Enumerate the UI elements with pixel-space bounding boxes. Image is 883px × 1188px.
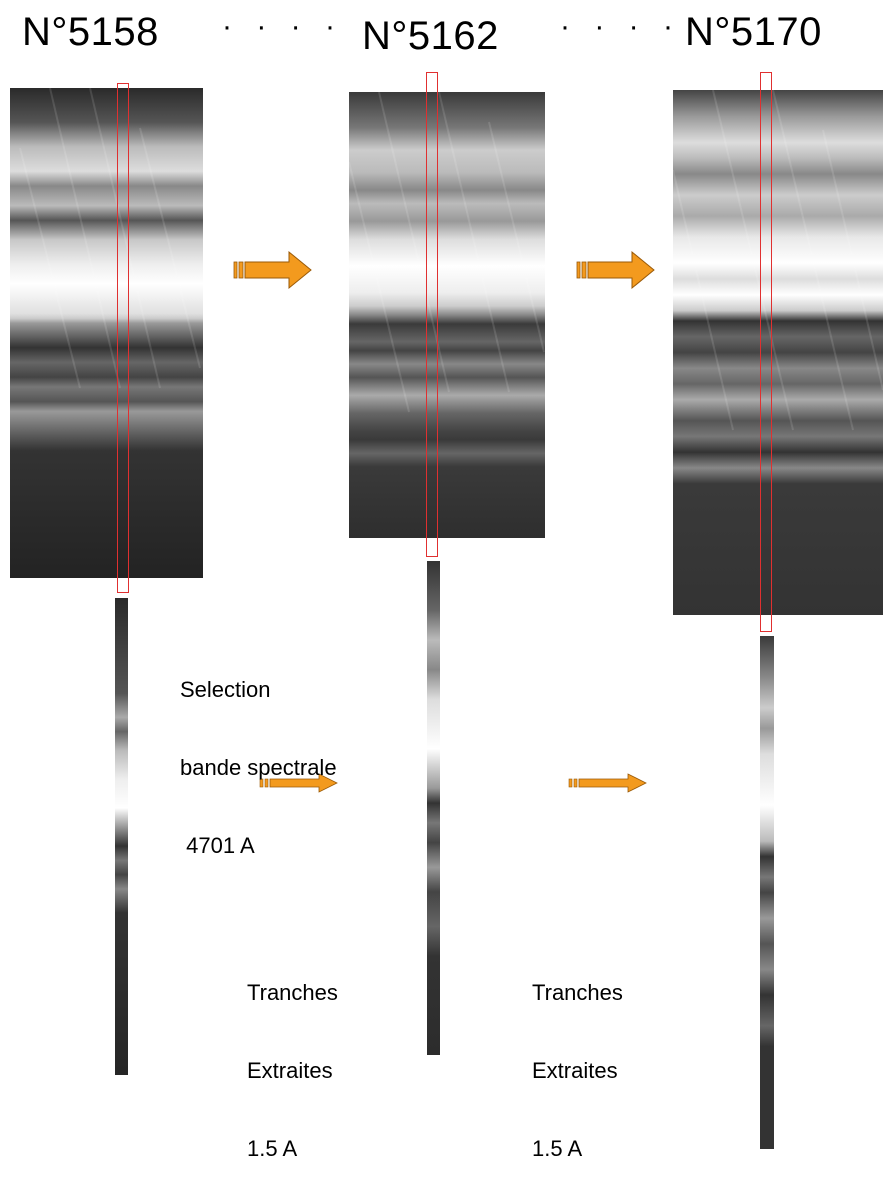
- right-arrow-icon: [259, 773, 338, 793]
- selection-box: [426, 72, 438, 557]
- spectrum-image-5170: [673, 90, 883, 615]
- selection-label-line: 4701 A: [180, 833, 255, 858]
- right-arrow-icon: [568, 773, 647, 793]
- frame-title-5162: N°5162: [362, 14, 499, 58]
- selection-box: [117, 83, 129, 593]
- tranches-label-line: 1.5 A: [247, 1136, 298, 1161]
- tranches-label: Tranches Extraites 1.5 A: [532, 928, 623, 1188]
- tranches-label-line: Tranches: [532, 980, 623, 1005]
- tranches-label-line: Extraites: [247, 1058, 333, 1083]
- frame-title-5170: N°5170: [685, 10, 822, 54]
- frame-title-5158: N°5158: [22, 10, 159, 54]
- tranches-label: Tranches Extraites 1.5 A: [247, 928, 338, 1188]
- extracted-strip-5170: [760, 636, 774, 1149]
- selection-label-line: bande spectrale: [180, 755, 337, 780]
- tranches-label-line: Tranches: [247, 980, 338, 1005]
- selection-label-line: Selection: [180, 677, 271, 702]
- right-arrow-icon: [576, 250, 655, 290]
- separator-dots: · · · ·: [222, 10, 343, 43]
- tranches-label-line: Extraites: [532, 1058, 618, 1083]
- spectrum-image-5158: [10, 88, 203, 578]
- selection-box: [760, 72, 772, 632]
- extracted-strip-5158: [115, 598, 128, 1075]
- right-arrow-icon: [233, 250, 312, 290]
- tranches-label-line: 1.5 A: [532, 1136, 583, 1161]
- selection-label: Selection bande spectrale 4701 A: [180, 625, 337, 885]
- separator-dots: · · · ·: [560, 10, 681, 43]
- extracted-strip-5162: [427, 561, 440, 1055]
- spectrum-image-5162: [349, 92, 545, 538]
